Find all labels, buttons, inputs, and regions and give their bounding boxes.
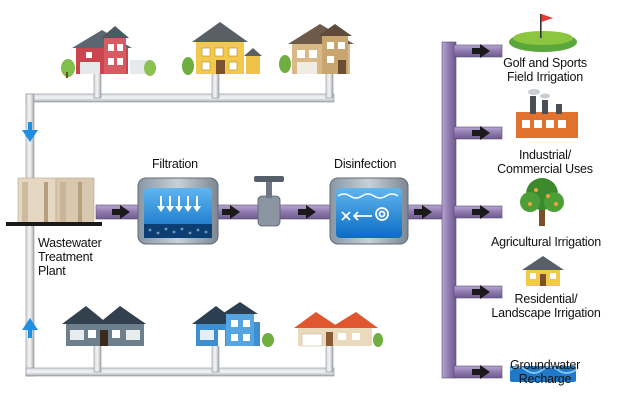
use-label-residential: Residential/ Landscape Irrigation [484, 292, 608, 320]
tree-icon [520, 178, 564, 226]
right-arrow-icon [472, 44, 490, 58]
up-arrow-icon [22, 318, 38, 338]
right-arrow-icon [472, 205, 490, 219]
label-line: Wastewater [38, 236, 102, 250]
label-line: Agricultural Irrigation [490, 235, 602, 249]
use-label-agricultural: Agricultural Irrigation [484, 235, 608, 249]
house-slate-icon [62, 306, 146, 346]
down-arrow-icon [22, 122, 38, 142]
filtration-label: Filtration [152, 157, 198, 171]
valve-icon [254, 176, 284, 227]
right-arrow-icon [472, 365, 490, 379]
wastewater-plant-icon [6, 177, 102, 226]
house-red-icon [61, 26, 156, 78]
label-line: Landscape Irrigation [491, 306, 601, 320]
label-line: Field Irrigation [507, 70, 583, 84]
flow-arrows [112, 205, 432, 219]
water-icon [509, 366, 577, 382]
label-line: Industrial/ [519, 148, 571, 162]
right-arrow-icon [472, 285, 490, 299]
wastewater-plant-label: Wastewater Treatment Plant [38, 236, 102, 278]
label-line: Commercial Uses [497, 162, 593, 176]
house-icon [522, 256, 564, 286]
golf-course-icon [509, 14, 577, 52]
disinfection-tank-icon [329, 177, 409, 245]
right-arrow-icon [112, 205, 130, 219]
house-blue-icon [192, 302, 274, 347]
use-label-golf: Golf and Sports Field Irrigation [494, 56, 596, 84]
right-arrow-icon [298, 205, 316, 219]
house-tan-icon [279, 24, 354, 74]
label-line: Recharge [518, 372, 572, 386]
right-arrow-icon [414, 205, 432, 219]
disinfection-label: Disinfection [334, 157, 397, 171]
house-orange-icon [294, 312, 383, 347]
label-line: Golf and Sports [503, 56, 587, 70]
right-arrow-icon [222, 205, 240, 219]
label-line: Treatment [38, 250, 93, 264]
branch-arrows [472, 44, 490, 379]
right-arrow-icon [472, 126, 490, 140]
house-yellow-icon [182, 22, 262, 75]
label-line: Groundwater [509, 358, 581, 372]
label-line: Plant [38, 264, 66, 278]
factory-icon [516, 89, 578, 138]
use-label-groundwater: Groundwater Recharge [494, 358, 596, 386]
use-label-industrial: Industrial/ Commercial Uses [494, 148, 596, 176]
filtration-tank-icon [137, 177, 219, 245]
label-line: Residential/ [514, 292, 578, 306]
